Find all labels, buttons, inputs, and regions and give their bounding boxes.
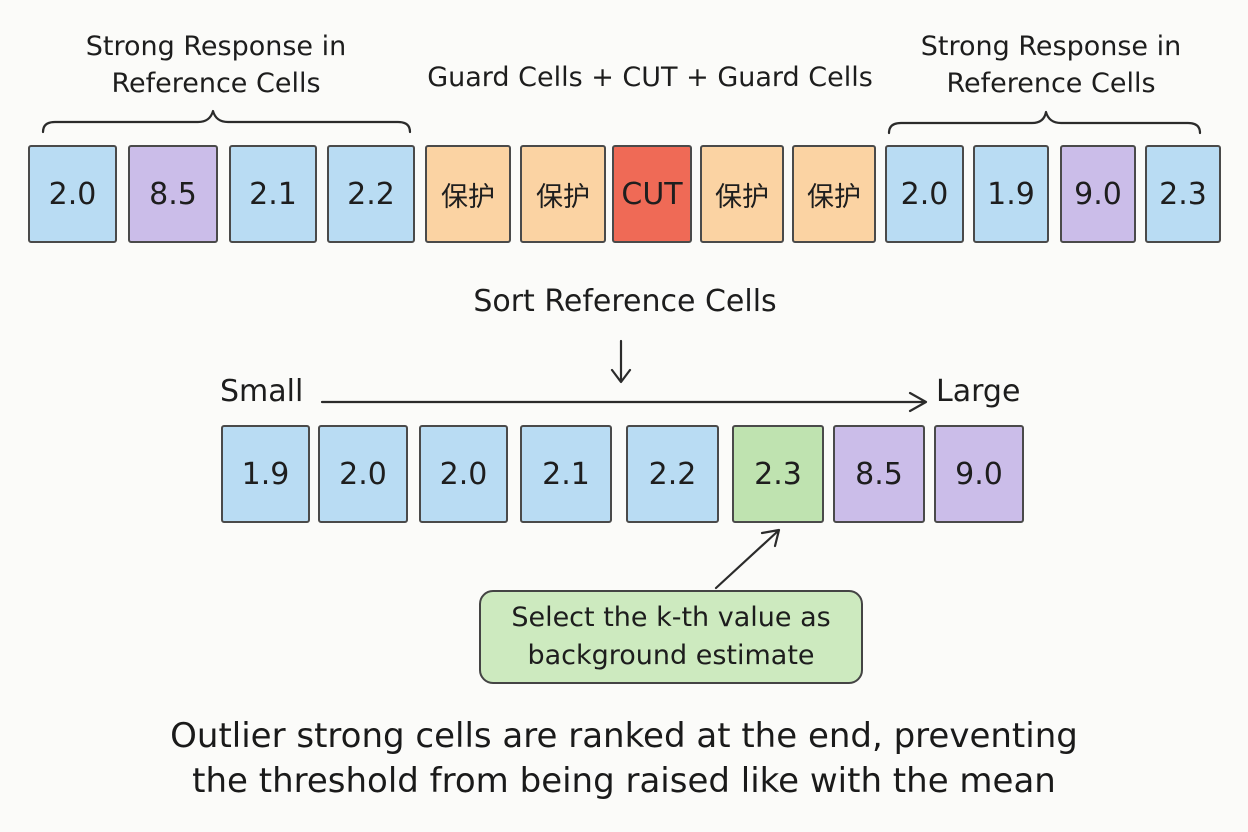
top-row-cell-value: 1.9 xyxy=(987,176,1035,212)
top-row-strong-cell: 9.0 xyxy=(1060,145,1136,243)
top-row-guard-cell: 保护 xyxy=(520,145,606,243)
top-row-cell-value: 2.0 xyxy=(48,176,97,212)
right-group-label-line1: Strong Response in xyxy=(920,31,1182,62)
outlier-note-line1: Outlier strong cells are ranked at the e… xyxy=(170,716,1078,756)
top-row-cell-value: 2.2 xyxy=(347,176,395,212)
top-row-guard-cell: 保护 xyxy=(700,145,784,243)
sorted-row-cell-value: 2.1 xyxy=(542,456,590,492)
top-row-reference-cell: 2.2 xyxy=(327,145,415,243)
callout-line1: Select the k-th value as xyxy=(511,602,831,633)
top-row-cut-cell: CUT xyxy=(612,145,692,243)
middle-group-label-text: Guard Cells + CUT + Guard Cells xyxy=(427,62,873,93)
kth-value-callout: Select the k-th value as background esti… xyxy=(479,590,863,684)
small-label: Small xyxy=(220,374,304,409)
sorted-row-strong-cell: 8.5 xyxy=(833,425,925,523)
top-row-strong-cell: 8.5 xyxy=(128,145,218,243)
callout-pointer-arrow xyxy=(714,528,781,590)
top-row-cell-value: 9.0 xyxy=(1074,176,1122,212)
middle-group-label: Guard Cells + CUT + Guard Cells xyxy=(420,59,880,96)
sorted-row-reference-cell: 2.0 xyxy=(318,425,408,523)
right-group-label-line2: Reference Cells xyxy=(946,68,1156,99)
sorted-row-reference-cell: 2.1 xyxy=(520,425,612,523)
sorted-row-cell-value: 8.5 xyxy=(855,456,903,492)
top-row-cell-value: 8.5 xyxy=(149,176,197,212)
sort-down-arrow xyxy=(610,339,632,384)
sorted-row-cell-value: 2.0 xyxy=(439,456,488,492)
sorted-row-reference-cell: 2.0 xyxy=(419,425,508,523)
top-row-cell-value: 2.0 xyxy=(900,176,949,212)
top-row-reference-cell: 2.3 xyxy=(1145,145,1221,243)
sorted-row-cell-value: 1.9 xyxy=(241,456,290,492)
sorted-row-reference-cell: 1.9 xyxy=(221,425,310,523)
left-group-label-line1: Strong Response in xyxy=(85,31,347,62)
top-row-reference-cell: 2.1 xyxy=(229,145,317,243)
left-group-label-line2: Reference Cells xyxy=(111,68,321,99)
small-to-large-arrow xyxy=(320,391,928,413)
top-row-cell-value: 保护 xyxy=(441,181,495,213)
sorted-row-cell-value: 2.3 xyxy=(754,456,802,492)
sorted-row-cell-value: 9.0 xyxy=(955,456,1003,492)
top-row-cell-value: 2.3 xyxy=(1159,176,1207,212)
sorted-row-strong-cell: 9.0 xyxy=(934,425,1024,523)
right-group-label: Strong Response in Reference Cells xyxy=(891,28,1211,102)
left-group-label: Strong Response in Reference Cells xyxy=(56,28,376,102)
top-row-reference-cell: 2.0 xyxy=(28,145,117,243)
outlier-note-line2: the threshold from being raised like wit… xyxy=(192,761,1056,801)
large-label: Large xyxy=(936,374,1021,409)
top-row-cell-value: CUT xyxy=(621,176,683,212)
sorted-row-cell-value: 2.2 xyxy=(648,456,697,492)
top-row-cell-value: 保护 xyxy=(715,181,769,213)
top-row-reference-cell: 2.0 xyxy=(885,145,964,243)
sorted-row-cell-value: 2.0 xyxy=(339,456,387,492)
top-row-reference-cell: 1.9 xyxy=(973,145,1049,243)
outlier-note: Outlier strong cells are ranked at the e… xyxy=(0,714,1248,804)
left-group-brace xyxy=(41,109,412,134)
sort-step-label: Sort Reference Cells xyxy=(400,283,850,320)
callout-line2: background estimate xyxy=(527,640,815,671)
top-row-cell-value: 保护 xyxy=(536,181,590,213)
sorted-row-reference-cell: 2.2 xyxy=(626,425,719,523)
sort-step-label-text: Sort Reference Cells xyxy=(473,284,777,319)
right-group-brace xyxy=(887,110,1202,135)
top-row-cell-value: 保护 xyxy=(807,181,861,213)
top-row-guard-cell: 保护 xyxy=(425,145,511,243)
top-row-guard-cell: 保护 xyxy=(792,145,876,243)
sorted-row-selected-cell: 2.3 xyxy=(732,425,824,523)
top-row-cell-value: 2.1 xyxy=(249,176,297,212)
